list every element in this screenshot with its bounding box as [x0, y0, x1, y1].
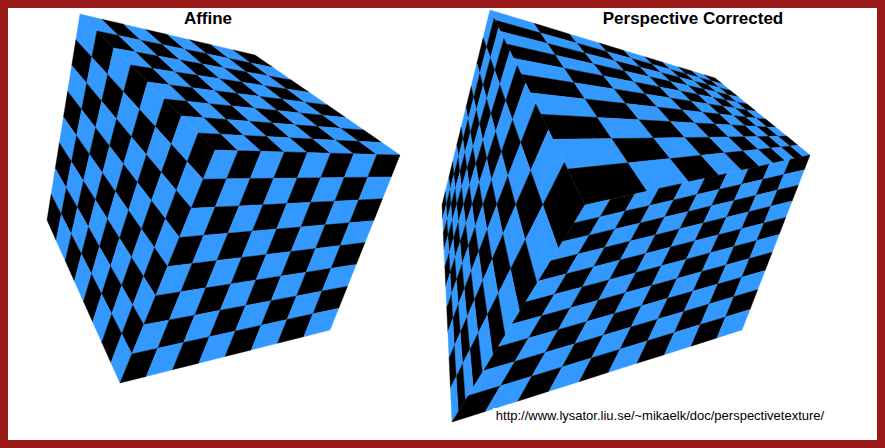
- affine-cube: [47, 14, 400, 383]
- checker-square: [747, 110, 766, 119]
- checker-square: [233, 50, 273, 68]
- checker-square: [790, 145, 810, 156]
- checker-square: [341, 128, 382, 142]
- caption-title: Affine: [181, 9, 235, 29]
- checker-square: [704, 75, 722, 84]
- checker-square: [313, 286, 348, 314]
- caption-title: Perspective Corrected: [600, 9, 786, 29]
- checker-square: [305, 102, 346, 117]
- checker-square: [349, 199, 382, 223]
- checker-square: [331, 243, 365, 269]
- perspective-cube: [442, 10, 810, 422]
- checker-square: [359, 141, 400, 155]
- checker-square: [304, 308, 339, 337]
- source-url: http://www.lysator.liu.se/~mikaelk/doc/p…: [493, 408, 827, 423]
- checker-square: [368, 154, 400, 177]
- checker-square: [359, 177, 392, 200]
- checker-square: [323, 115, 364, 130]
- checker-square: [778, 136, 798, 146]
- checker-square: [322, 264, 356, 291]
- checker-square: [340, 221, 373, 246]
- checker-square: [767, 127, 786, 136]
- checker-square: [757, 118, 776, 127]
- checker-square: [717, 309, 750, 338]
- checker-square: [712, 81, 730, 90]
